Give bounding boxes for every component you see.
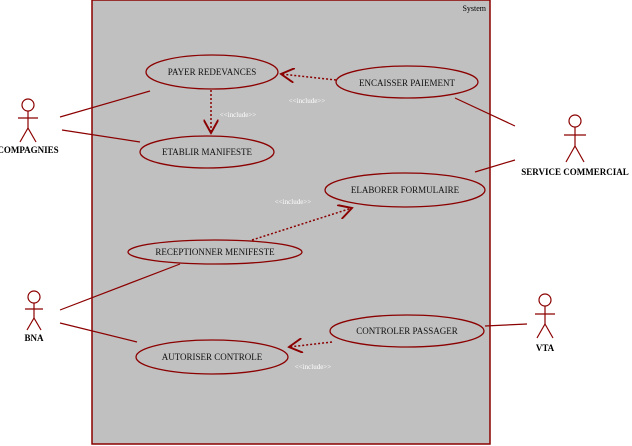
use-case-encaisser-paiement[interactable]: ENCAISSER PAIEMENT bbox=[335, 65, 479, 99]
include-label: <<include>> bbox=[275, 198, 311, 206]
use-case-label: AUTORISER CONTROLE bbox=[162, 352, 263, 362]
assoc-sc-elaborer bbox=[474, 159, 516, 173]
use-case-label: RECEPTIONNER MENIFESTE bbox=[155, 247, 275, 257]
actor-vta[interactable] bbox=[535, 293, 555, 339]
actor-label: COMPAGNIES bbox=[0, 145, 59, 155]
use-case-controler-passager[interactable]: CONTROLER PASSAGER bbox=[329, 314, 485, 348]
use-case-payer-redevances[interactable]: PAYER REDEVANCES bbox=[145, 54, 279, 90]
actor-label: BNA bbox=[24, 333, 44, 343]
system-label: System bbox=[462, 4, 486, 13]
actor-label: VTA bbox=[536, 343, 555, 353]
use-case-label: ETABLIR MANIFESTE bbox=[162, 147, 253, 157]
use-case-etablir-manifeste[interactable]: ETABLIR MANIFESTE bbox=[139, 135, 275, 169]
include-label: <<include>> bbox=[220, 111, 256, 119]
use-case-elaborer-formulaire[interactable]: ELABORER FORMULAIRE bbox=[324, 172, 486, 208]
assoc-bna-autoriser bbox=[59, 322, 138, 343]
include-label: <<include>> bbox=[289, 97, 325, 105]
use-case-autoriser-controle[interactable]: AUTORISER CONTROLE bbox=[135, 339, 289, 375]
assoc-vta-controler bbox=[484, 323, 528, 327]
use-case-label: ENCAISSER PAIEMENT bbox=[359, 78, 455, 88]
use-case-label: ELABORER FORMULAIRE bbox=[351, 185, 460, 195]
include-label: <<include>> bbox=[295, 363, 331, 371]
assoc-sc-encaisser bbox=[454, 97, 516, 127]
actor-label: SERVICE COMMERCIAL bbox=[521, 167, 628, 177]
actor-compagnies[interactable] bbox=[18, 98, 38, 143]
include-arrow bbox=[251, 208, 352, 241]
assoc-compagnies-payer bbox=[59, 90, 151, 118]
use-case-label: CONTROLER PASSAGER bbox=[356, 326, 457, 336]
use-case-receptionner-manifeste[interactable]: RECEPTIONNER MENIFESTE bbox=[127, 239, 303, 265]
assoc-compagnies-etablir bbox=[61, 129, 141, 143]
actor-bna[interactable] bbox=[25, 290, 43, 331]
include-arrow bbox=[289, 342, 333, 347]
use-case-label: PAYER REDEVANCES bbox=[168, 67, 256, 77]
assoc-bna-receptionner bbox=[59, 263, 181, 311]
include-arrow bbox=[281, 74, 337, 80]
actor-service-commercial[interactable] bbox=[564, 114, 586, 163]
